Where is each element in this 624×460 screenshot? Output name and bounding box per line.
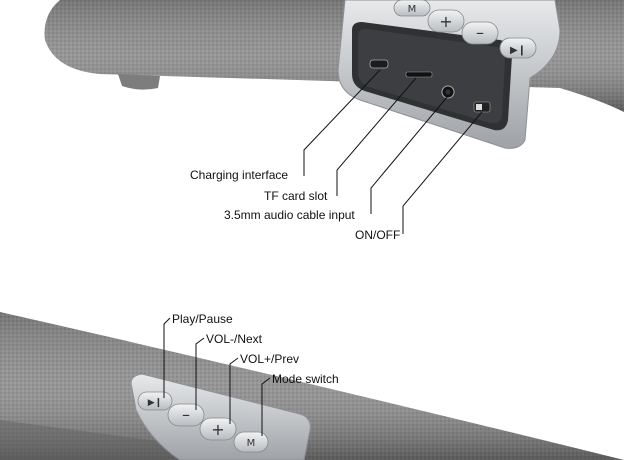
mode-switch-icon: M <box>408 4 417 15</box>
line-tf-card <box>336 77 417 196</box>
play-pause-button-bottom[interactable]: ▶❙ <box>137 391 173 411</box>
usb-c-port[interactable] <box>369 59 389 69</box>
volume-plus-button[interactable]: + <box>427 9 465 33</box>
volume-minus-icon: – <box>476 23 484 42</box>
top-buttons: M + – ▶❙ <box>393 0 537 59</box>
volume-minus-button-bottom[interactable]: – <box>167 403 205 427</box>
ports <box>369 59 491 113</box>
line-vol-minus <box>195 337 205 410</box>
volume-minus-button[interactable]: – <box>461 21 499 45</box>
rubber-foot <box>118 74 160 90</box>
label-on-off: ON/OFF <box>355 228 401 242</box>
label-tf-card-slot: TF card slot <box>264 189 328 203</box>
label-vol-plus-prev: VOL+/Prev <box>240 352 300 366</box>
bottom-callout-lines <box>163 317 271 436</box>
volume-minus-icon: – <box>182 405 190 424</box>
mode-switch-button[interactable]: M <box>393 0 431 17</box>
line-play <box>163 317 171 398</box>
label-play-pause: Play/Pause <box>172 312 233 326</box>
play-pause-button[interactable]: ▶❙ <box>499 37 537 59</box>
line-mode <box>261 377 271 436</box>
top-callout-lines <box>303 69 483 234</box>
label-vol-minus-next: VOL-/Next <box>206 332 263 346</box>
volume-plus-icon: + <box>211 420 224 439</box>
play-pause-icon: ▶❙ <box>148 398 162 408</box>
mode-switch-button-bottom[interactable]: M <box>233 431 269 453</box>
line-vol-plus <box>229 357 239 424</box>
volume-plus-icon: + <box>439 12 452 31</box>
label-audio-input: 3.5mm audio cable input <box>224 208 355 222</box>
line-audio <box>370 95 449 214</box>
line-charging <box>303 69 381 176</box>
volume-plus-button-bottom[interactable]: + <box>199 417 237 441</box>
tf-card-slot[interactable] <box>405 71 433 78</box>
label-charging-interface: Charging interface <box>190 168 289 182</box>
mode-switch-icon: M <box>247 438 256 449</box>
label-mode-switch: Mode switch <box>272 372 339 386</box>
line-onoff <box>402 111 483 234</box>
play-pause-icon: ▶❙ <box>510 45 526 56</box>
speaker-bottom <box>0 312 624 460</box>
